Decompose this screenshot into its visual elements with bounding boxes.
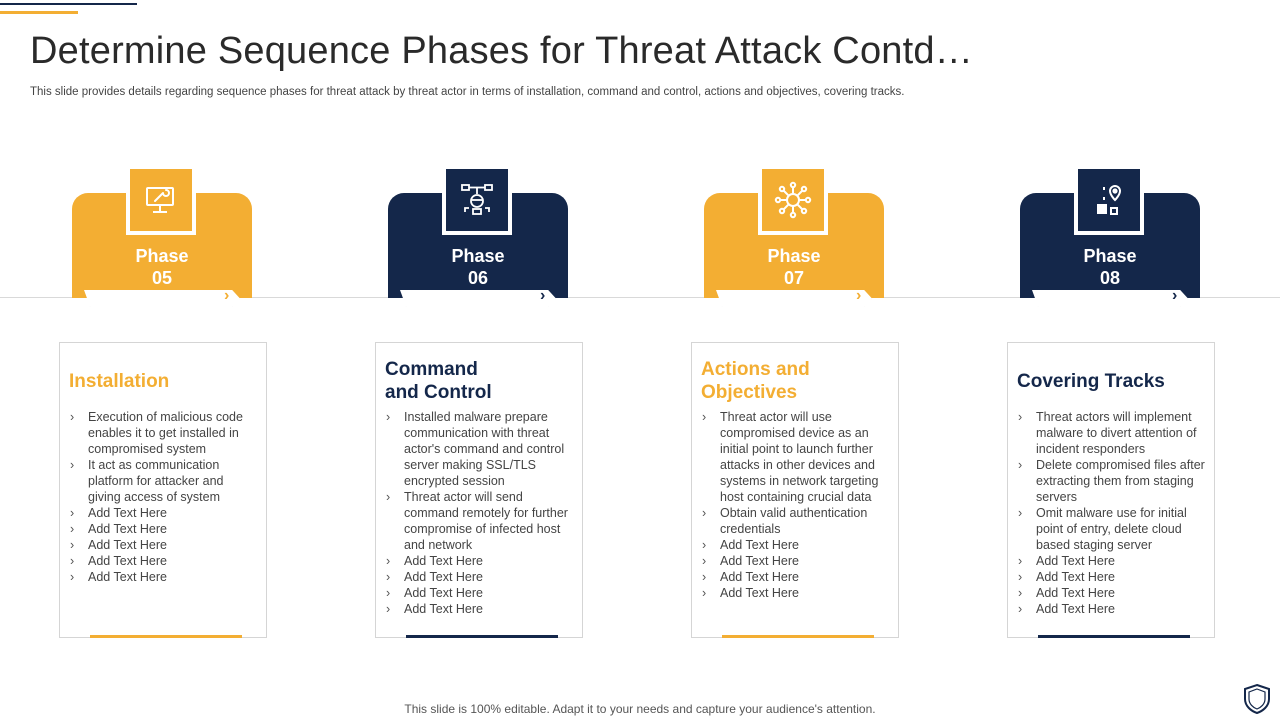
phase-label: Phase 07: [704, 245, 884, 289]
card-accent-bar: [90, 635, 242, 638]
list-item: Add Text Here: [68, 537, 258, 553]
page-subtitle: This slide provides details regarding se…: [30, 86, 905, 98]
page-title: Determine Sequence Phases for Threat Att…: [30, 30, 973, 72]
computer-wrench-icon: [146, 187, 174, 213]
list-item: Add Text Here: [1016, 585, 1206, 601]
card-installation: Installation Execution of malicious code…: [59, 342, 267, 638]
card-title: Actions and Objectives: [701, 359, 810, 403]
list-item: Add Text Here: [700, 585, 890, 601]
card-accent-bar: [1038, 635, 1190, 638]
card-list: Threat actor will use compromised device…: [700, 409, 890, 601]
list-item: It act as communication platform for att…: [68, 457, 258, 505]
card-list: Execution of malicious code enables it t…: [68, 409, 258, 585]
card-command-and-control: Command and Control Installed malware pr…: [375, 342, 583, 638]
card-title: Covering Tracks: [1017, 371, 1165, 392]
top-accent-line: [0, 3, 137, 5]
list-item: Add Text Here: [384, 601, 574, 617]
phase-word: Phase: [1083, 246, 1137, 266]
list-item: Threat actor will send command remotely …: [384, 489, 574, 553]
card-title: Command and Control: [385, 359, 492, 403]
list-item: Add Text Here: [384, 569, 574, 585]
list-item: Add Text Here: [1016, 553, 1206, 569]
footer-note: This slide is 100% editable. Adapt it to…: [404, 702, 876, 716]
list-item: Add Text Here: [700, 537, 890, 553]
top-accent-gold-line: [0, 11, 78, 14]
phase-number: 08: [1099, 268, 1121, 288]
card-actions-and-objectives: Actions and Objectives Threat actor will…: [691, 342, 899, 638]
card-list: Threat actors will implement malware to …: [1016, 409, 1206, 617]
card-list: Installed malware prepare communication …: [384, 409, 574, 617]
chevron-right-icon: ›: [224, 287, 230, 304]
chevron-right-icon: ›: [856, 287, 862, 304]
phase-number: 07: [783, 268, 805, 288]
chevron-right-icon: ›: [1172, 287, 1178, 304]
list-item: Add Text Here: [384, 585, 574, 601]
phase-icon-box: [1074, 165, 1144, 235]
shield-icon: [1244, 683, 1270, 715]
list-item: Add Text Here: [700, 569, 890, 585]
list-item: Installed malware prepare communication …: [384, 409, 574, 489]
list-item: Add Text Here: [1016, 601, 1206, 617]
phase-label: Phase 08: [1020, 245, 1200, 289]
list-item: Obtain valid authentication credentials: [700, 505, 890, 537]
list-item: Add Text Here: [700, 553, 890, 569]
phase-08: Phase 08 ›: [1020, 165, 1200, 310]
list-item: Add Text Here: [68, 505, 258, 521]
list-item: Threat actors will implement malware to …: [1016, 409, 1206, 457]
card-accent-bar: [406, 635, 558, 638]
phase-ribbon: [716, 290, 872, 307]
list-item: Add Text Here: [68, 521, 258, 537]
phase-icon-box: [442, 165, 512, 235]
card-accent-bar: [722, 635, 874, 638]
phase-number: 06: [467, 268, 489, 288]
list-item: Add Text Here: [1016, 569, 1206, 585]
list-item: Delete compromised files after extractin…: [1016, 457, 1206, 505]
phase-word: Phase: [451, 246, 505, 266]
phase-05: Phase 05 ›: [72, 165, 252, 310]
phase-icon-box: [758, 165, 828, 235]
hacker-network-icon: [461, 184, 493, 215]
virus-network-icon: [774, 181, 812, 219]
list-item: Add Text Here: [68, 553, 258, 569]
phase-label: Phase 06: [388, 245, 568, 289]
list-item: Add Text Here: [384, 553, 574, 569]
list-item: Execution of malicious code enables it t…: [68, 409, 258, 457]
card-title: Installation: [69, 371, 170, 392]
phase-ribbon: [84, 290, 240, 307]
chevron-right-icon: ›: [540, 287, 546, 304]
phase-ribbon: [400, 290, 556, 307]
phase-icon-box: [126, 165, 196, 235]
phase-word: Phase: [135, 246, 189, 266]
timeline-divider: [0, 297, 1280, 298]
phase-06: Phase 06 ›: [388, 165, 568, 310]
phase-word: Phase: [767, 246, 821, 266]
card-covering-tracks: Covering Tracks Threat actors will imple…: [1007, 342, 1215, 638]
list-item: Add Text Here: [68, 569, 258, 585]
list-item: Omit malware use for initial point of en…: [1016, 505, 1206, 553]
phase-label: Phase 05: [72, 245, 252, 289]
phase-07: Phase 07 ›: [704, 165, 884, 310]
phase-ribbon: [1032, 290, 1188, 307]
list-item: Threat actor will use compromised device…: [700, 409, 890, 505]
route-pin-icon: [1097, 184, 1122, 215]
phase-number: 05: [151, 268, 173, 288]
